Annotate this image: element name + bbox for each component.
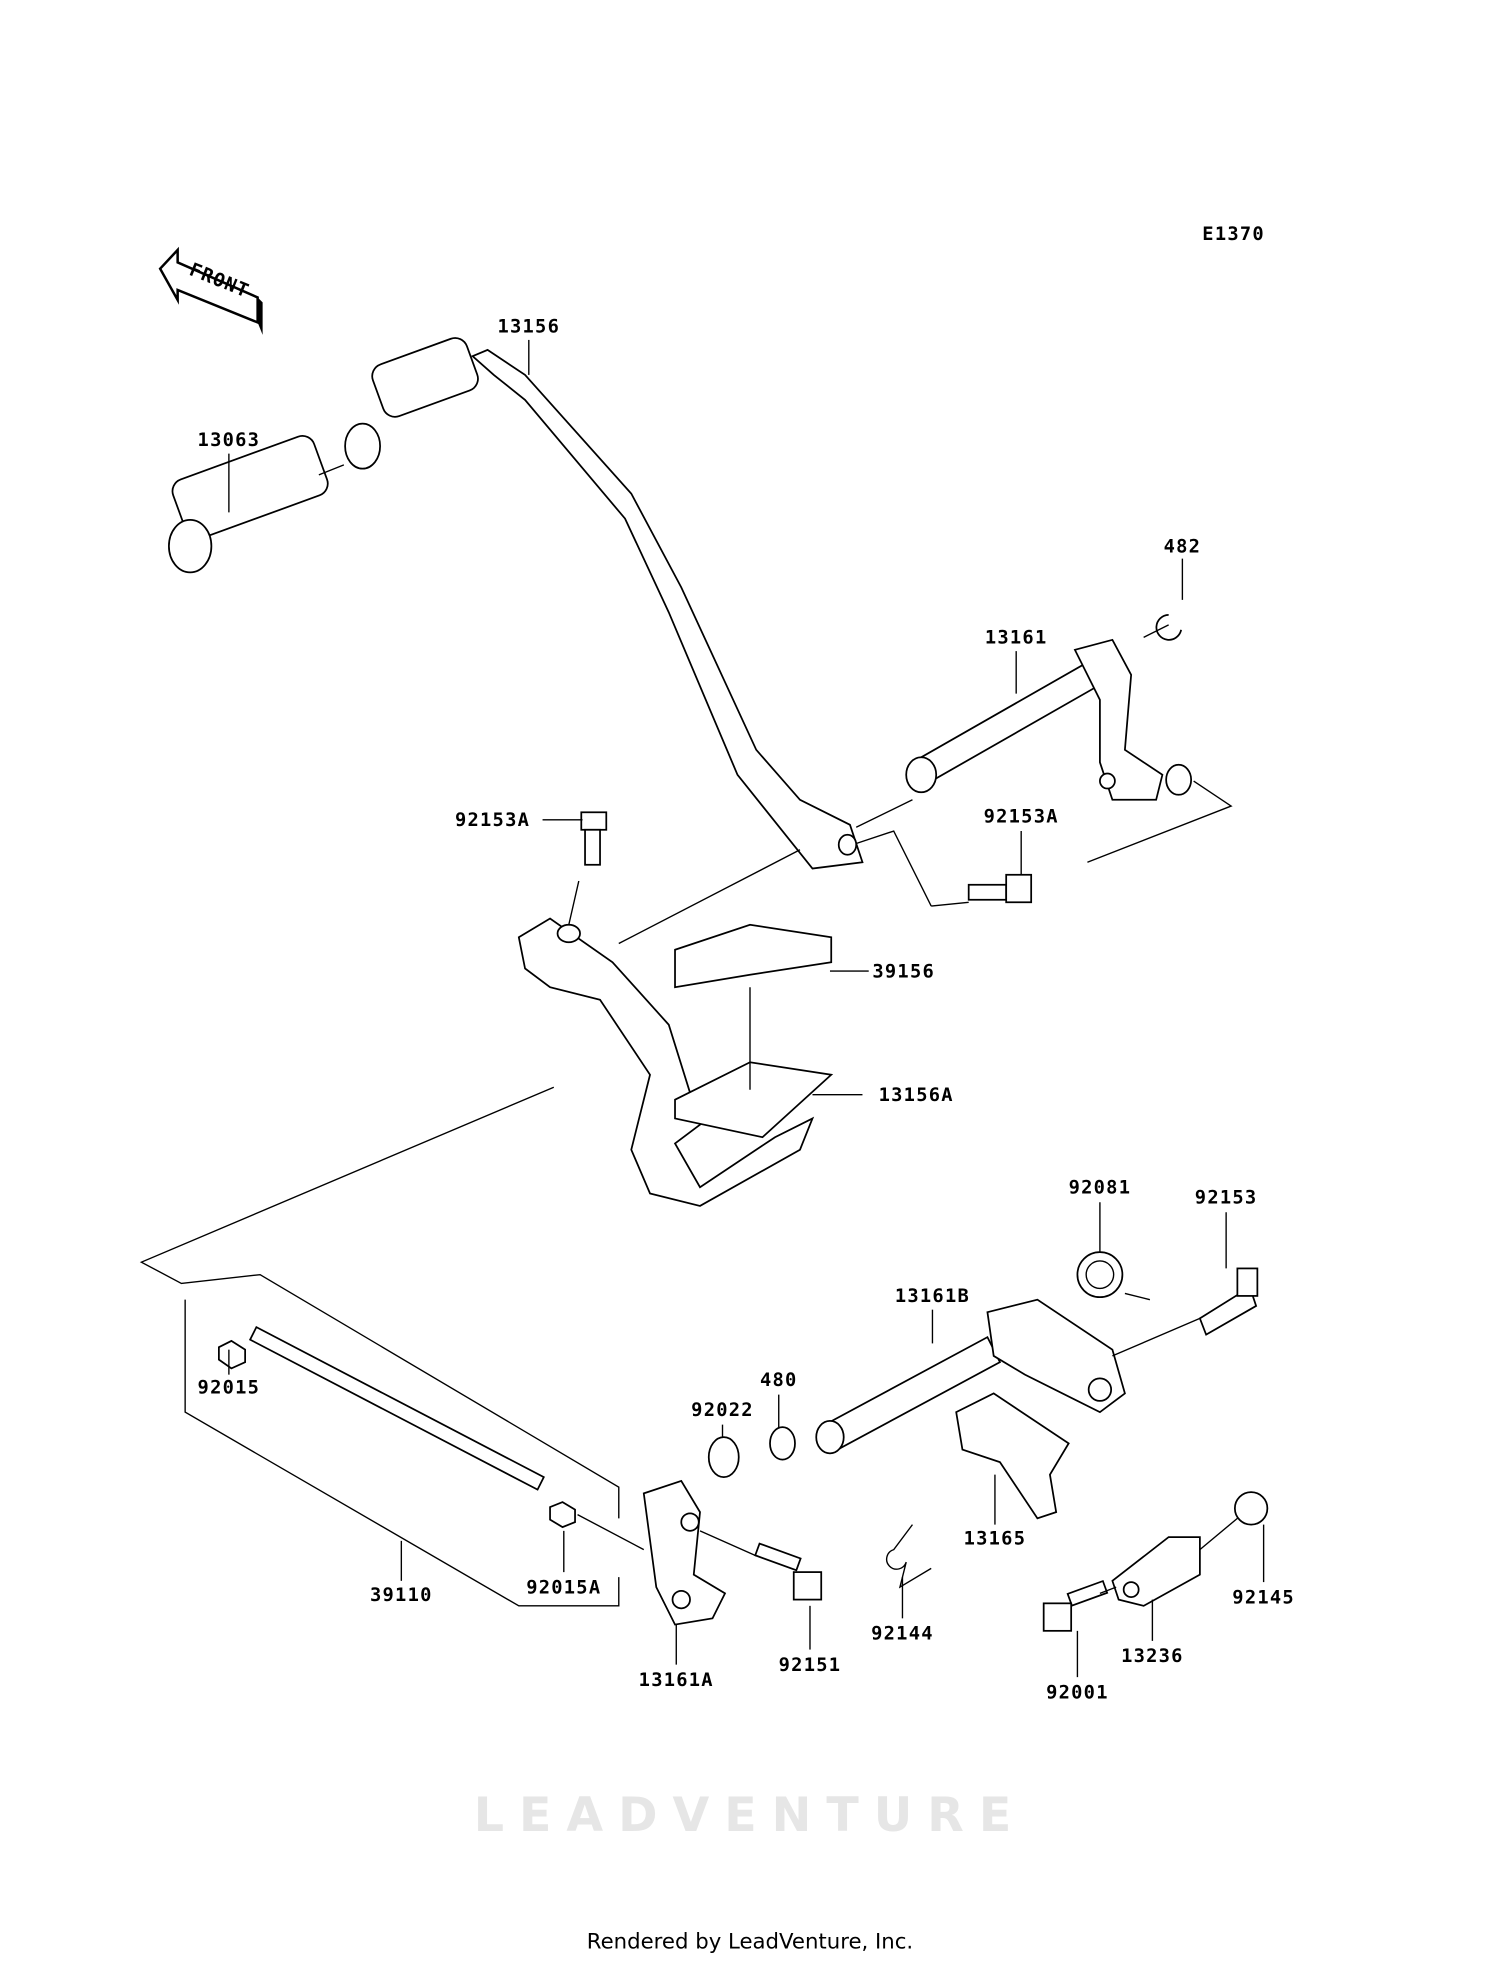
front-arrow-icon: FRONT	[158, 246, 263, 335]
circlip-480	[769, 1426, 796, 1461]
leader-lines	[139, 339, 1265, 1678]
bolt-92153	[1198, 1267, 1259, 1336]
label-13063[interactable]: 13063	[198, 430, 261, 451]
label-92153A-left[interactable]: 92153A	[455, 810, 530, 831]
label-13161A[interactable]: 13161A	[639, 1670, 714, 1691]
rod-39110	[218, 1325, 576, 1529]
bolt-92151	[754, 1542, 823, 1601]
label-92001[interactable]: 92001	[1046, 1682, 1109, 1703]
shaft-13161B	[815, 1298, 1126, 1455]
washer-92022	[707, 1436, 740, 1478]
label-92153[interactable]: 92153	[1195, 1187, 1258, 1208]
shift-rubber-13063	[168, 435, 329, 574]
shift-pedal-13156	[344, 337, 864, 870]
label-482[interactable]: 482	[1164, 536, 1202, 557]
label-13165[interactable]: 13165	[964, 1529, 1027, 1550]
lever-13236	[1111, 1536, 1201, 1607]
diagram-code: E1370	[1202, 224, 1265, 245]
plate-13165	[955, 1392, 1070, 1520]
bolt-92001	[1042, 1579, 1109, 1632]
arm-13161A	[642, 1479, 727, 1626]
shift-shaft-13161	[905, 613, 1193, 801]
label-39110[interactable]: 39110	[370, 1585, 433, 1606]
watermark: LEADVENTURE	[474, 1788, 1027, 1843]
footer-credit: Rendered by LeadVenture, Inc.	[587, 1929, 913, 1954]
spring-92145	[1234, 1491, 1269, 1526]
label-13236[interactable]: 13236	[1121, 1646, 1184, 1667]
label-13156A[interactable]: 13156A	[879, 1085, 954, 1106]
bolt-92153A-left	[580, 811, 608, 866]
pedal-13156A	[517, 917, 834, 1207]
label-92015A[interactable]: 92015A	[526, 1577, 601, 1598]
label-39156[interactable]: 39156	[872, 961, 935, 982]
spring-92144	[885, 1524, 932, 1589]
label-13156[interactable]: 13156	[497, 316, 560, 337]
label-13161B[interactable]: 13161B	[895, 1286, 970, 1307]
label-92153A-right[interactable]: 92153A	[984, 806, 1059, 827]
bolt-92153A-right	[967, 873, 1033, 904]
label-92151[interactable]: 92151	[779, 1655, 842, 1676]
label-480[interactable]: 480	[760, 1370, 798, 1391]
label-92015[interactable]: 92015	[198, 1377, 261, 1398]
label-92145[interactable]: 92145	[1232, 1587, 1295, 1608]
label-92022[interactable]: 92022	[691, 1400, 754, 1421]
label-92144[interactable]: 92144	[871, 1624, 934, 1645]
label-13161[interactable]: 13161	[985, 628, 1048, 649]
spring-92081	[1076, 1251, 1124, 1299]
label-92081[interactable]: 92081	[1069, 1177, 1132, 1198]
